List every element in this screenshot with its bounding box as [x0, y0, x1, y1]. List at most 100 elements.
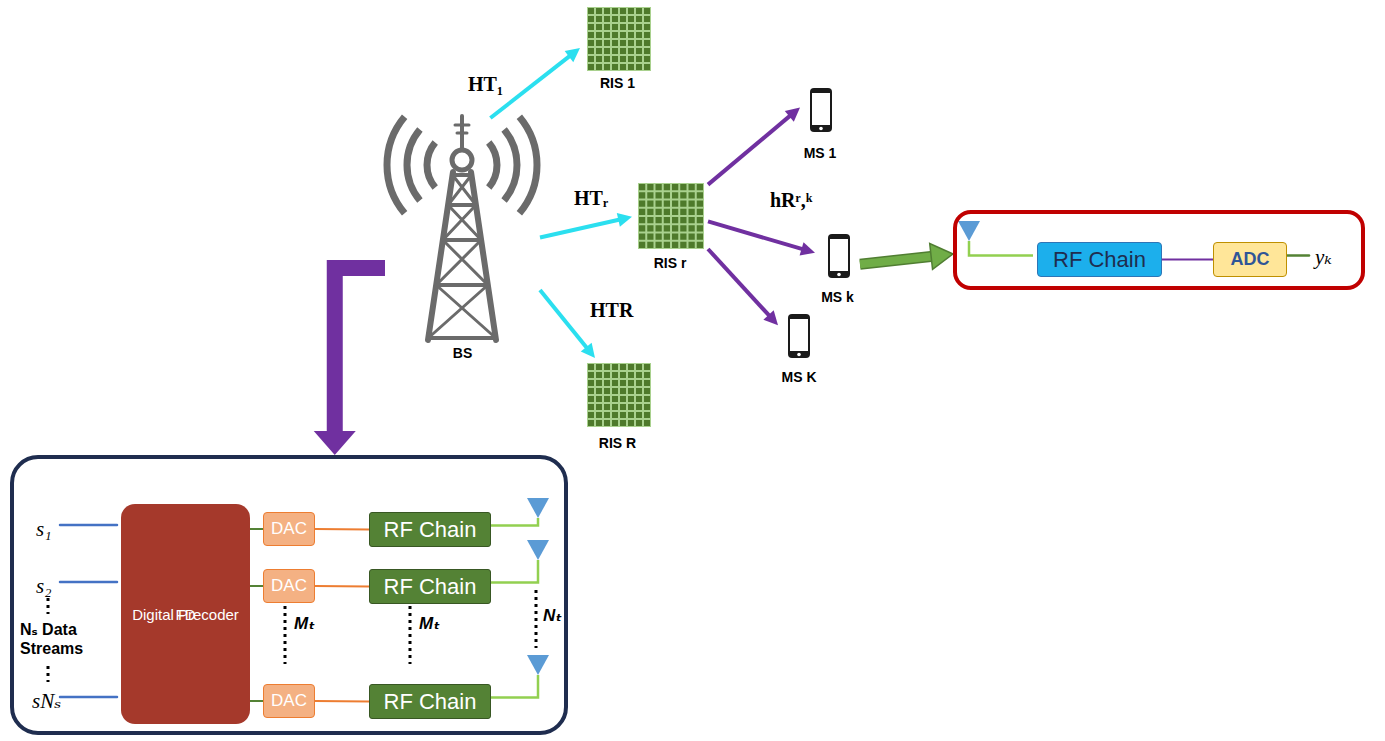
ris-element	[644, 396, 650, 402]
connector-outline	[860, 256, 936, 264]
tower-brace	[428, 285, 488, 338]
ris-element	[596, 8, 602, 14]
connector-line	[315, 528, 369, 531]
ris-element	[697, 184, 703, 190]
tower-antenna	[457, 132, 467, 135]
symbol-label: yₖ	[1315, 244, 1332, 270]
ris-element	[644, 8, 650, 14]
ris-element	[596, 16, 602, 22]
phone-screen	[790, 319, 808, 351]
ris-element	[636, 64, 642, 70]
ris-element	[664, 192, 670, 198]
ris-element	[588, 380, 594, 386]
box-label: RF Chain	[384, 689, 477, 715]
ris-element	[636, 420, 642, 426]
arrowhead	[617, 213, 632, 227]
ris-element	[612, 64, 618, 70]
ris-element	[604, 420, 610, 426]
ris-element	[656, 201, 662, 207]
connector-line	[250, 700, 263, 702]
radio-wave	[427, 142, 435, 187]
ris-element	[636, 32, 642, 38]
tower-brace	[443, 238, 481, 242]
connector	[540, 213, 632, 238]
ris-element	[644, 48, 650, 54]
ris-element	[628, 48, 634, 54]
channel-label: hRʳ,ᵏ	[768, 188, 814, 212]
ris-element	[636, 412, 642, 418]
ris-element	[604, 396, 610, 402]
radio-wave	[387, 117, 405, 214]
adc-box: ADC	[1213, 242, 1287, 277]
phone-body	[828, 234, 850, 278]
ris-element	[628, 24, 634, 30]
ris-element	[636, 24, 642, 30]
ris-element	[644, 364, 650, 370]
ris-element	[644, 56, 650, 62]
phone-button	[797, 353, 801, 357]
ris-element	[612, 48, 618, 54]
symbol-label: s₂	[36, 573, 51, 599]
ris-element	[697, 201, 703, 207]
tower-leg	[428, 172, 453, 340]
ris-element	[588, 64, 594, 70]
ris-element	[680, 192, 686, 198]
ris-element	[689, 217, 695, 223]
ris-element	[689, 209, 695, 215]
ris-element	[697, 209, 703, 215]
stream-wire	[60, 581, 117, 584]
connector	[540, 290, 595, 358]
ris-element	[596, 396, 602, 402]
symbol-label: s₁	[36, 516, 51, 542]
base-station: BS	[385, 118, 540, 362]
ris-element	[588, 8, 594, 14]
ris-element	[672, 184, 678, 190]
ris-element	[644, 412, 650, 418]
ris-element	[628, 420, 634, 426]
ris-element	[588, 364, 594, 370]
ris-element	[588, 396, 594, 402]
ris-element	[672, 242, 678, 248]
antenna-symbol	[527, 655, 549, 675]
ris-element	[612, 32, 618, 38]
ris-grid	[638, 183, 704, 249]
ris-element	[647, 209, 653, 215]
mobile-station: MS 1	[800, 84, 840, 162]
ris-element	[647, 184, 653, 190]
ris-element	[689, 192, 695, 198]
arrowhead	[565, 48, 580, 62]
ris-element	[680, 201, 686, 207]
ris-element	[644, 404, 650, 410]
ris-element	[639, 242, 645, 248]
ris-element	[647, 242, 653, 248]
arrowhead	[930, 243, 953, 269]
ris-element	[647, 225, 653, 231]
ris-panel: RIS R	[580, 358, 655, 452]
node-label: MS 1	[804, 144, 837, 162]
tower-brace	[448, 205, 481, 240]
ris-element	[636, 388, 642, 394]
ris-element	[612, 388, 618, 394]
ris-element	[689, 242, 695, 248]
box-label: DAC	[271, 576, 307, 596]
connector	[860, 243, 953, 269]
ris-element	[588, 40, 594, 46]
ris-element	[644, 372, 650, 378]
connector	[708, 249, 778, 325]
antenna-symbol	[527, 540, 549, 560]
ris-element	[620, 64, 626, 70]
ris-element	[639, 217, 645, 223]
ris-element	[656, 217, 662, 223]
ris-element	[689, 225, 695, 231]
ris-element	[588, 388, 594, 394]
ris-element	[620, 32, 626, 38]
ris-element	[612, 56, 618, 62]
ris-element	[612, 24, 618, 30]
rf-chain-box: RF Chain	[369, 684, 491, 719]
ris-element	[636, 56, 642, 62]
connector	[314, 268, 385, 455]
ris-element	[612, 396, 618, 402]
ris-element	[656, 234, 662, 240]
connector-line	[315, 585, 369, 588]
